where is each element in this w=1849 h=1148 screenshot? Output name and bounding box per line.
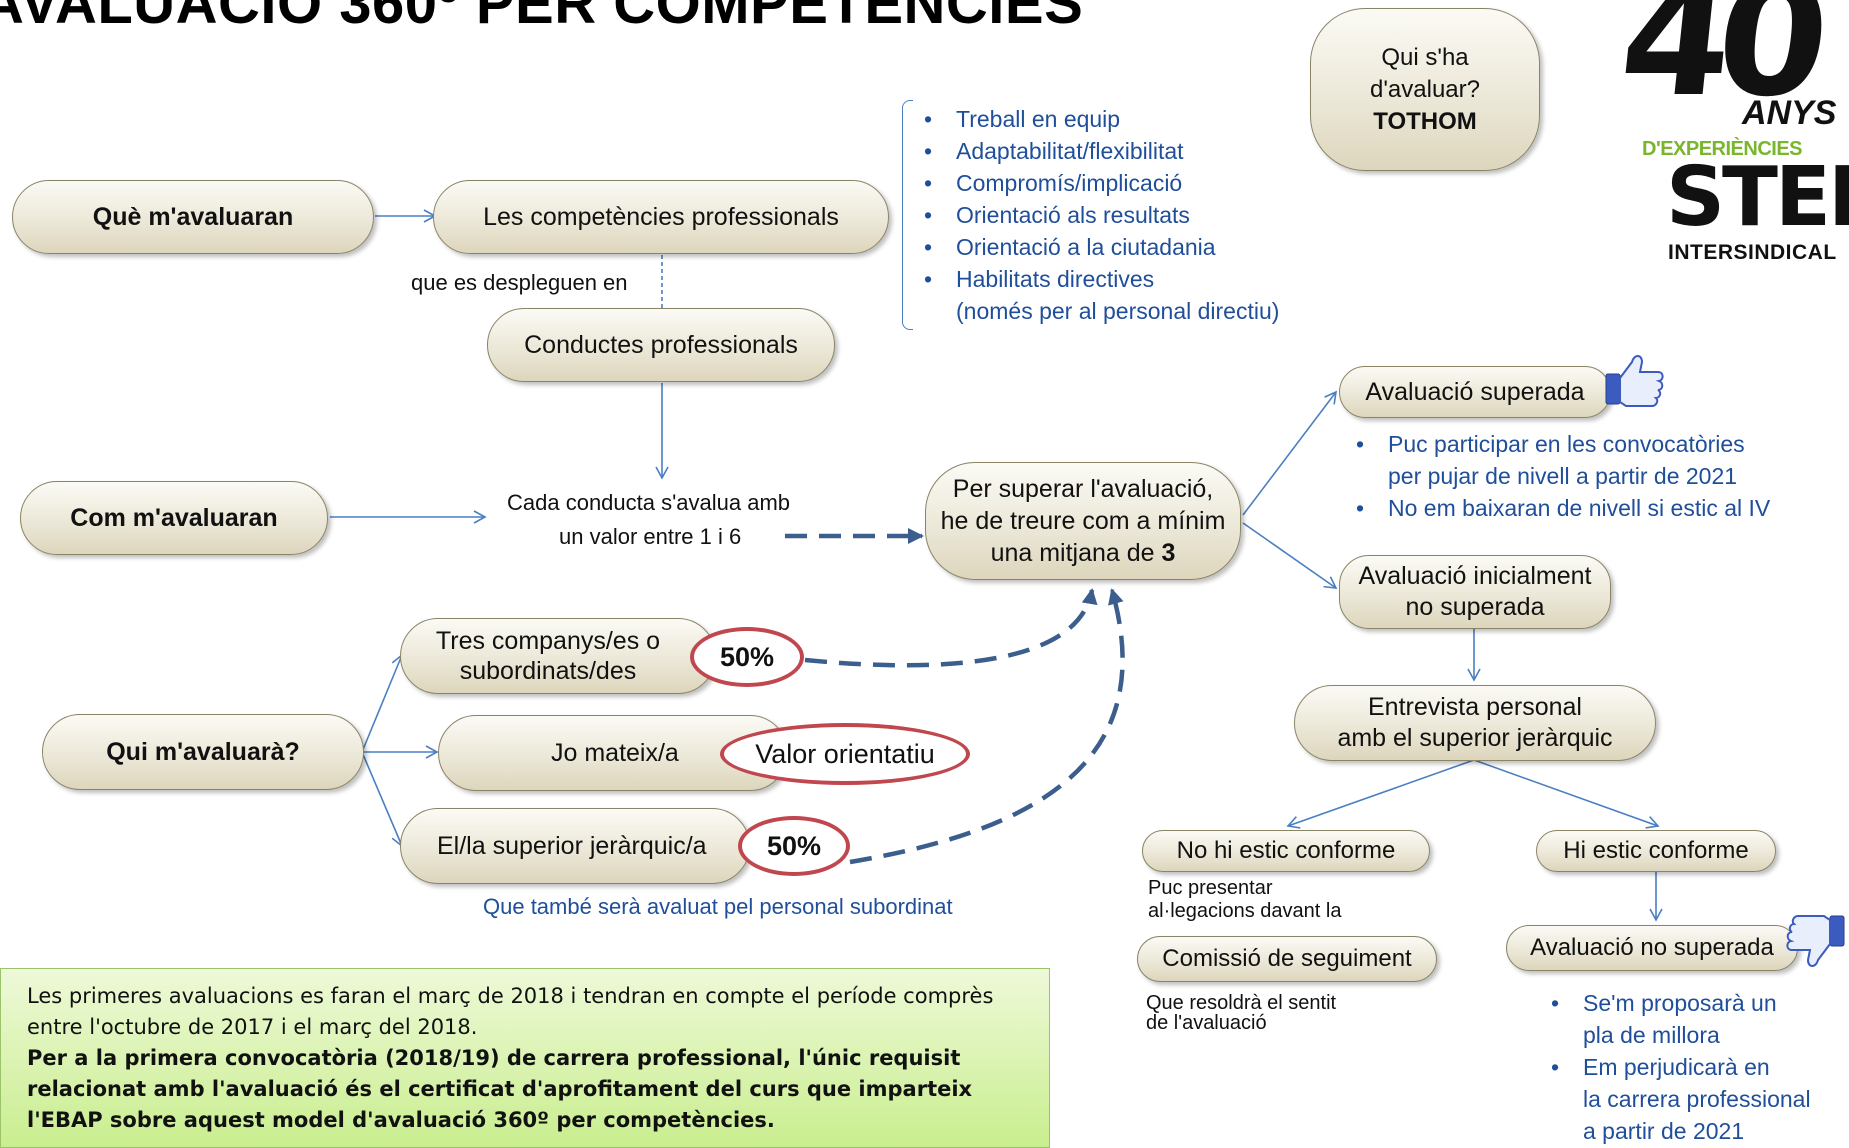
thumbs-down-icon [1784,912,1848,972]
peers-line-1: Tres companys/es o [435,627,661,655]
pass-line-1: Per superar l'avaluació, [952,475,1214,503]
interview-line-2: amb el superior jeràrquic [1337,724,1613,752]
failed-box: Avaluació no superada [1506,925,1798,971]
passed-box: Avaluació superada [1339,366,1611,418]
failed-bullets: Se'm proposarà un pla de millora Em perj… [1551,987,1811,1147]
failed-bullet: Em perjudicarà en [1551,1051,1811,1083]
who-box: Qui s'ha d'avaluar? TOTHOM [1310,8,1540,171]
initially-failed-line-1: Avaluació inicialment [1358,562,1592,590]
disagree-note-1: Puc presentar [1148,877,1273,899]
logo-sub: INTERSINDICAL [1668,241,1837,264]
passed-bullet-cont: per pujar de nivell a partir de 2021 [1388,463,1738,489]
failed-bullet-cont: la carrera professional [1583,1086,1811,1112]
failed-bullet-cont: pla de millora [1583,1022,1720,1048]
peers-line-2: subordinats/des [459,657,637,685]
stei-logo: 40 ANYS D'EXPERIÈNCIES STEI INTERSINDICA… [1600,0,1849,270]
behaviours-box: Conductes professionals [487,308,835,382]
com-question: Com m'avaluaran [20,481,328,555]
competences-bracket [902,100,913,330]
competences-list: Treball en equip Adaptabilitat/flexibili… [924,103,1279,327]
interview-box: Entrevista personal amb el superior jerà… [1294,685,1656,761]
who-line-3: TOTHOM [1373,107,1477,135]
self-label: Jo mateix/a [551,739,679,767]
competence-item: Orientació a la ciutadania [924,231,1279,263]
failed-bullet: Se'm proposarà un [1551,987,1811,1019]
passed-bullet: Puc participar en les convocatòries [1356,428,1770,460]
logo-brand: STEI [1666,150,1849,245]
boss-box: El/la superior jeràrquic/a [400,808,750,884]
disagree-note-4: de l'avaluació [1146,1012,1267,1034]
self-weight: Valor orientatiu [720,723,970,785]
pass-line-2: he de treure com a mínim [940,507,1226,535]
failed-bullet-cont: a partir de 2021 [1583,1118,1745,1144]
competence-item: Habilitats directives [924,263,1279,295]
interview-line-1: Entrevista personal [1367,693,1582,721]
que-question: Què m'avaluaran [12,180,374,254]
com-text-line-2: un valor entre 1 i 6 [559,524,742,549]
passed-bullet: No em baixaran de nivell si estic al IV [1356,492,1770,524]
pass-value: 3 [1161,539,1176,567]
com-text-line-1: Cada conducta s'avalua amb [507,490,791,515]
pass-line-3: una mitjana de 3 [990,539,1176,567]
logo-line-2: D'EXPERIÈNCIES [1642,138,1803,160]
note-paragraph-1: Les primeres avaluacions es faran el mar… [27,984,994,1039]
competence-item: Orientació als resultats [924,199,1279,231]
disagree-box: No hi estic conforme [1142,830,1430,872]
disagree-note-3: Que resoldrà el sentit [1146,992,1337,1014]
initially-failed-line-2: no superada [1405,593,1545,621]
who-line-2: d'avaluar? [1370,75,1480,103]
que-answer: Les competències professionals [433,180,889,254]
thumbs-up-icon [1602,350,1666,410]
competence-item: Compromís/implicació [924,167,1279,199]
qui-question: Qui m'avaluarà? [42,714,364,790]
commission-box: Comissió de seguiment [1137,936,1437,982]
note-box: Les primeres avaluacions es faran el mar… [0,968,1050,1148]
peers-weight: 50% [690,627,804,687]
initially-failed-box: Avaluació inicialment no superada [1339,555,1611,629]
competence-note: (només per al personal directiu) [956,298,1280,324]
logo-line-1: ANYS [1742,94,1837,132]
competence-item: Adaptabilitat/flexibilitat [924,135,1279,167]
boss-note: Que també serà avaluat pel personal subo… [483,894,953,919]
peers-box: Tres companys/es o subordinats/des [400,618,716,694]
deploy-text: que es despleguen en [411,270,628,295]
note-paragraph-2: Per a la primera convocatòria (2018/19) … [27,1046,973,1132]
competence-item: Treball en equip [924,103,1279,135]
who-line-1: Qui s'ha [1381,43,1469,71]
disagree-note-2: al·legacions davant la [1148,900,1342,922]
pass-box: Per superar l'avaluació, he de treure co… [925,462,1241,580]
agree-box: Hi estic conforme [1536,830,1776,872]
page-title: AVALUACIÓ 360º PER COMPETÈNCIES [0,0,1084,36]
passed-bullets: Puc participar en les convocatòries per … [1356,428,1770,524]
boss-label: El/la superior jeràrquic/a [437,832,707,860]
boss-weight: 50% [738,816,850,876]
